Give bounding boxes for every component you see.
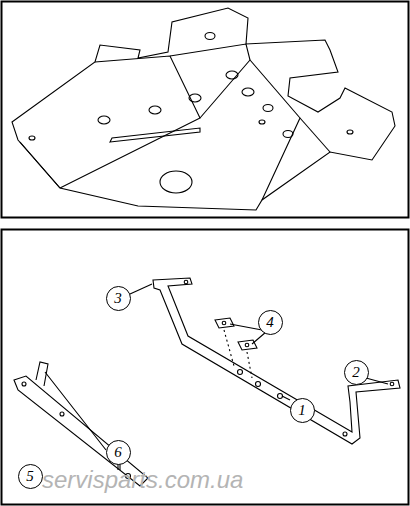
leader-line [45, 284, 388, 470]
callout-number: 6 [114, 445, 122, 460]
callout-number: 3 [114, 291, 122, 306]
callout-number: 1 [298, 403, 306, 418]
callout-number: 4 [266, 315, 274, 330]
main-bracket [153, 278, 400, 444]
nut-plate [215, 318, 257, 378]
callout-number: 2 [352, 365, 360, 380]
skid-plate [12, 8, 395, 210]
callout-circle: 3 [106, 286, 131, 311]
panel-frame [2, 230, 409, 505]
panel-frame [2, 2, 409, 218]
callout-circle: 6 [106, 440, 131, 465]
callout-circle: 5 [18, 464, 43, 489]
callout-circle: 2 [344, 360, 369, 385]
callout-circle: 1 [290, 398, 315, 423]
callout-number: 5 [26, 469, 34, 484]
watermark: servisparts.com.ua [42, 466, 243, 494]
callout-circle: 4 [258, 310, 283, 335]
